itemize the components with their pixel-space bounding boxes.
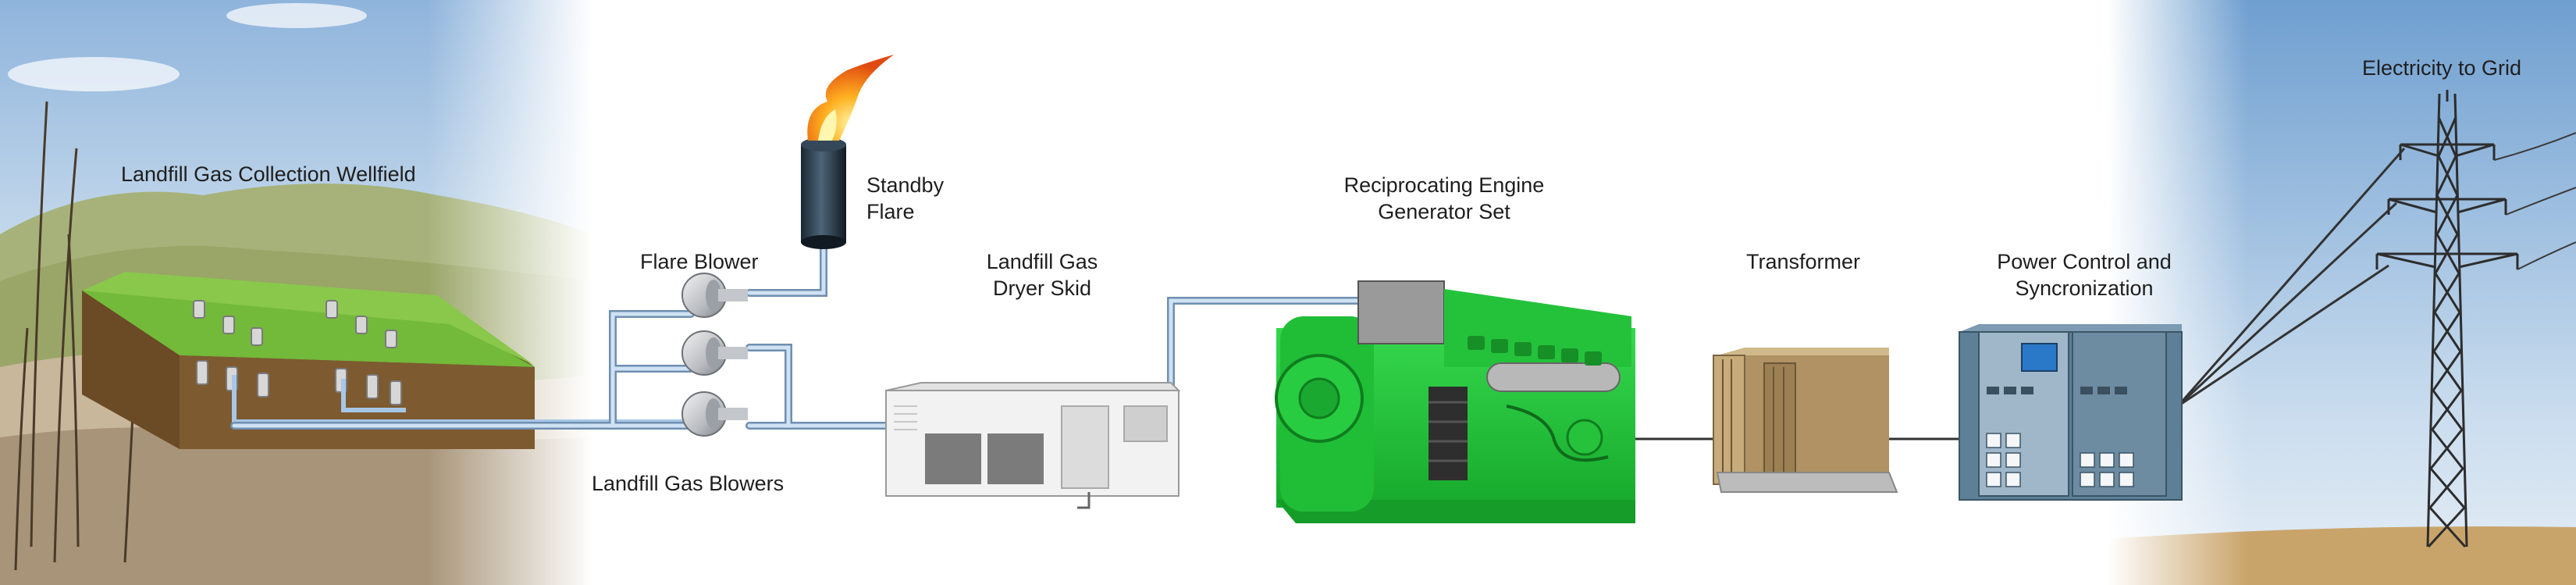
label-standby-flare-line2: Flare bbox=[866, 200, 915, 223]
label-electricity-to-grid: Electricity to Grid bbox=[2362, 56, 2522, 80]
label-engine-generator-line1: Reciprocating Engine bbox=[1343, 173, 1545, 197]
well-icon bbox=[193, 300, 402, 405]
power-cables bbox=[1635, 148, 2406, 441]
label-power-control-line2: Syncronization bbox=[2015, 276, 2154, 300]
label-transformer: Transformer bbox=[1745, 250, 1861, 273]
label-wellfield: Landfill Gas Collection Wellfield bbox=[121, 162, 416, 186]
label-landfill-gas-blowers: Landfill Gas Blowers bbox=[592, 472, 785, 495]
power-control-panel bbox=[1959, 324, 2183, 501]
label-standby-flare-line1: Standby bbox=[866, 173, 945, 197]
transformer-unit bbox=[1713, 348, 1898, 493]
label-power-control: Power Control and Syncronization bbox=[1975, 248, 2194, 301]
label-dryer-skid-line1: Landfill Gas bbox=[986, 250, 1098, 273]
wellfield-block bbox=[82, 272, 703, 449]
grid-photo-background bbox=[2108, 0, 2576, 585]
label-standby-flare: Standby Flare bbox=[866, 172, 944, 225]
standby-flare bbox=[801, 55, 894, 249]
grid-wires bbox=[2493, 132, 2576, 270]
label-power-control-line1: Power Control and bbox=[1997, 250, 2172, 273]
gas-dryer-skid bbox=[885, 382, 1181, 509]
label-dryer-skid: Landfill Gas Dryer Skid bbox=[964, 248, 1120, 301]
label-flare-blower: Flare Blower bbox=[640, 250, 759, 273]
label-engine-generator-line2: Generator Set bbox=[1378, 200, 1510, 223]
label-dryer-skid-line2: Dryer Skid bbox=[992, 276, 1092, 300]
transmission-tower-icon bbox=[2375, 90, 2519, 548]
flame-icon bbox=[807, 55, 894, 141]
gas-piping bbox=[230, 234, 1362, 430]
label-engine-generator: Reciprocating Engine Generator Set bbox=[1327, 172, 1561, 225]
engine-generator-set bbox=[1275, 280, 1635, 523]
blower-icon bbox=[681, 273, 748, 437]
